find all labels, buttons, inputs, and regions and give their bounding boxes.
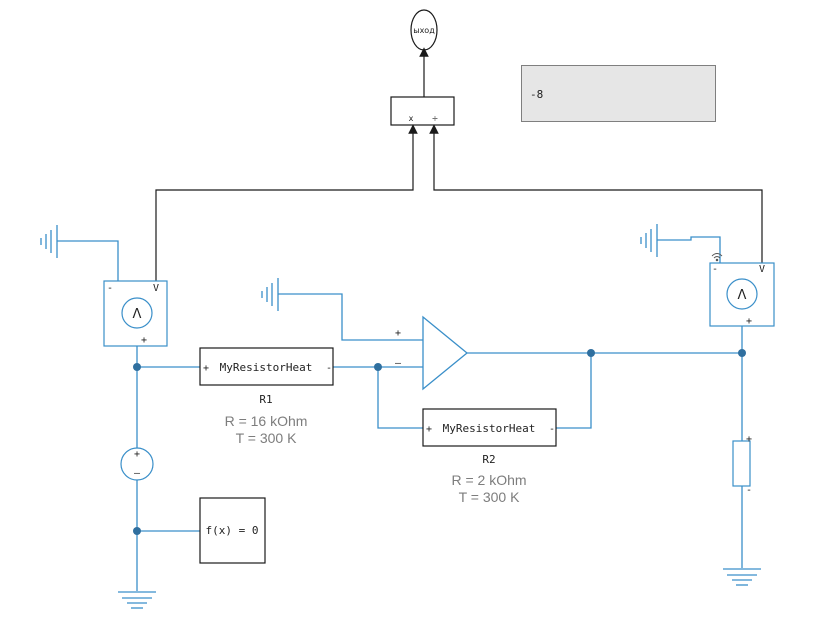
r2-temperature: T = 300 K — [459, 489, 521, 505]
r1-temperature: T = 300 K — [236, 430, 298, 446]
display-box[interactable]: -8 — [521, 65, 716, 122]
ground-opamp — [261, 278, 279, 311]
ground-left-top — [40, 225, 58, 258]
ground-right-bottom — [723, 568, 761, 586]
junction-nodes — [133, 349, 746, 535]
voltage-source[interactable]: + – — [120, 447, 154, 481]
function-label: f(x) = 0 — [206, 524, 259, 537]
r1-minus: - — [326, 363, 332, 374]
display-value: -8 — [530, 88, 544, 101]
r2-name: R2 — [482, 453, 495, 466]
r1-block-label: MyResistorHeat — [220, 361, 313, 374]
r2-minus: - — [549, 424, 555, 435]
output-label: ыход — [413, 26, 435, 35]
voltmeter-right-v: V — [759, 264, 765, 275]
blue-wires — [57, 236, 743, 591]
voltmeter-right[interactable]: Λ - V + — [709, 253, 775, 328]
r2-resistance: R = 2 kOhm — [451, 472, 526, 488]
r1-name: R1 — [259, 393, 272, 406]
opamp[interactable]: + – — [395, 315, 469, 391]
load-resistor-minus: - — [746, 485, 752, 496]
voltmeter-right-minus: - — [712, 264, 718, 275]
voltmeter-left[interactable]: Λ - V + — [103, 280, 168, 347]
vsource-plus: + — [134, 449, 140, 460]
r1-plus: + — [203, 363, 209, 374]
signal-wires — [155, 124, 763, 287]
load-resistor-plus: + — [746, 434, 752, 445]
resistor-r1[interactable]: MyResistorHeat + - — [199, 347, 334, 386]
voltmeter-left-symbol: Λ — [133, 307, 142, 322]
voltmeter-right-plus: + — [746, 316, 752, 327]
r2-plus: + — [426, 424, 432, 435]
resistor-r2[interactable]: MyResistorHeat + - — [422, 408, 557, 447]
voltmeter-right-symbol: Λ — [738, 288, 747, 303]
voltmeter-left-v: V — [153, 283, 159, 294]
divider-mul-label: x — [409, 114, 414, 123]
voltmeter-left-minus: - — [107, 283, 113, 294]
output-node[interactable]: ыход — [410, 9, 438, 51]
voltmeter-left-plus: + — [141, 335, 147, 346]
function-block[interactable]: f(x) = 0 — [199, 497, 266, 564]
vsource-minus: – — [134, 468, 141, 479]
divider-block[interactable]: x ÷ — [390, 96, 455, 126]
ground-right-top — [640, 224, 658, 257]
divider-div-label: ÷ — [432, 114, 439, 123]
ground-left-bottom — [118, 591, 156, 609]
opamp-minus: – — [395, 358, 402, 369]
load-resistor[interactable]: + - — [732, 434, 752, 496]
r2-block-label: MyResistorHeat — [443, 422, 536, 435]
r1-resistance: R = 16 kOhm — [225, 413, 308, 429]
wireless-icon — [711, 253, 723, 262]
opamp-plus: + — [395, 328, 401, 339]
